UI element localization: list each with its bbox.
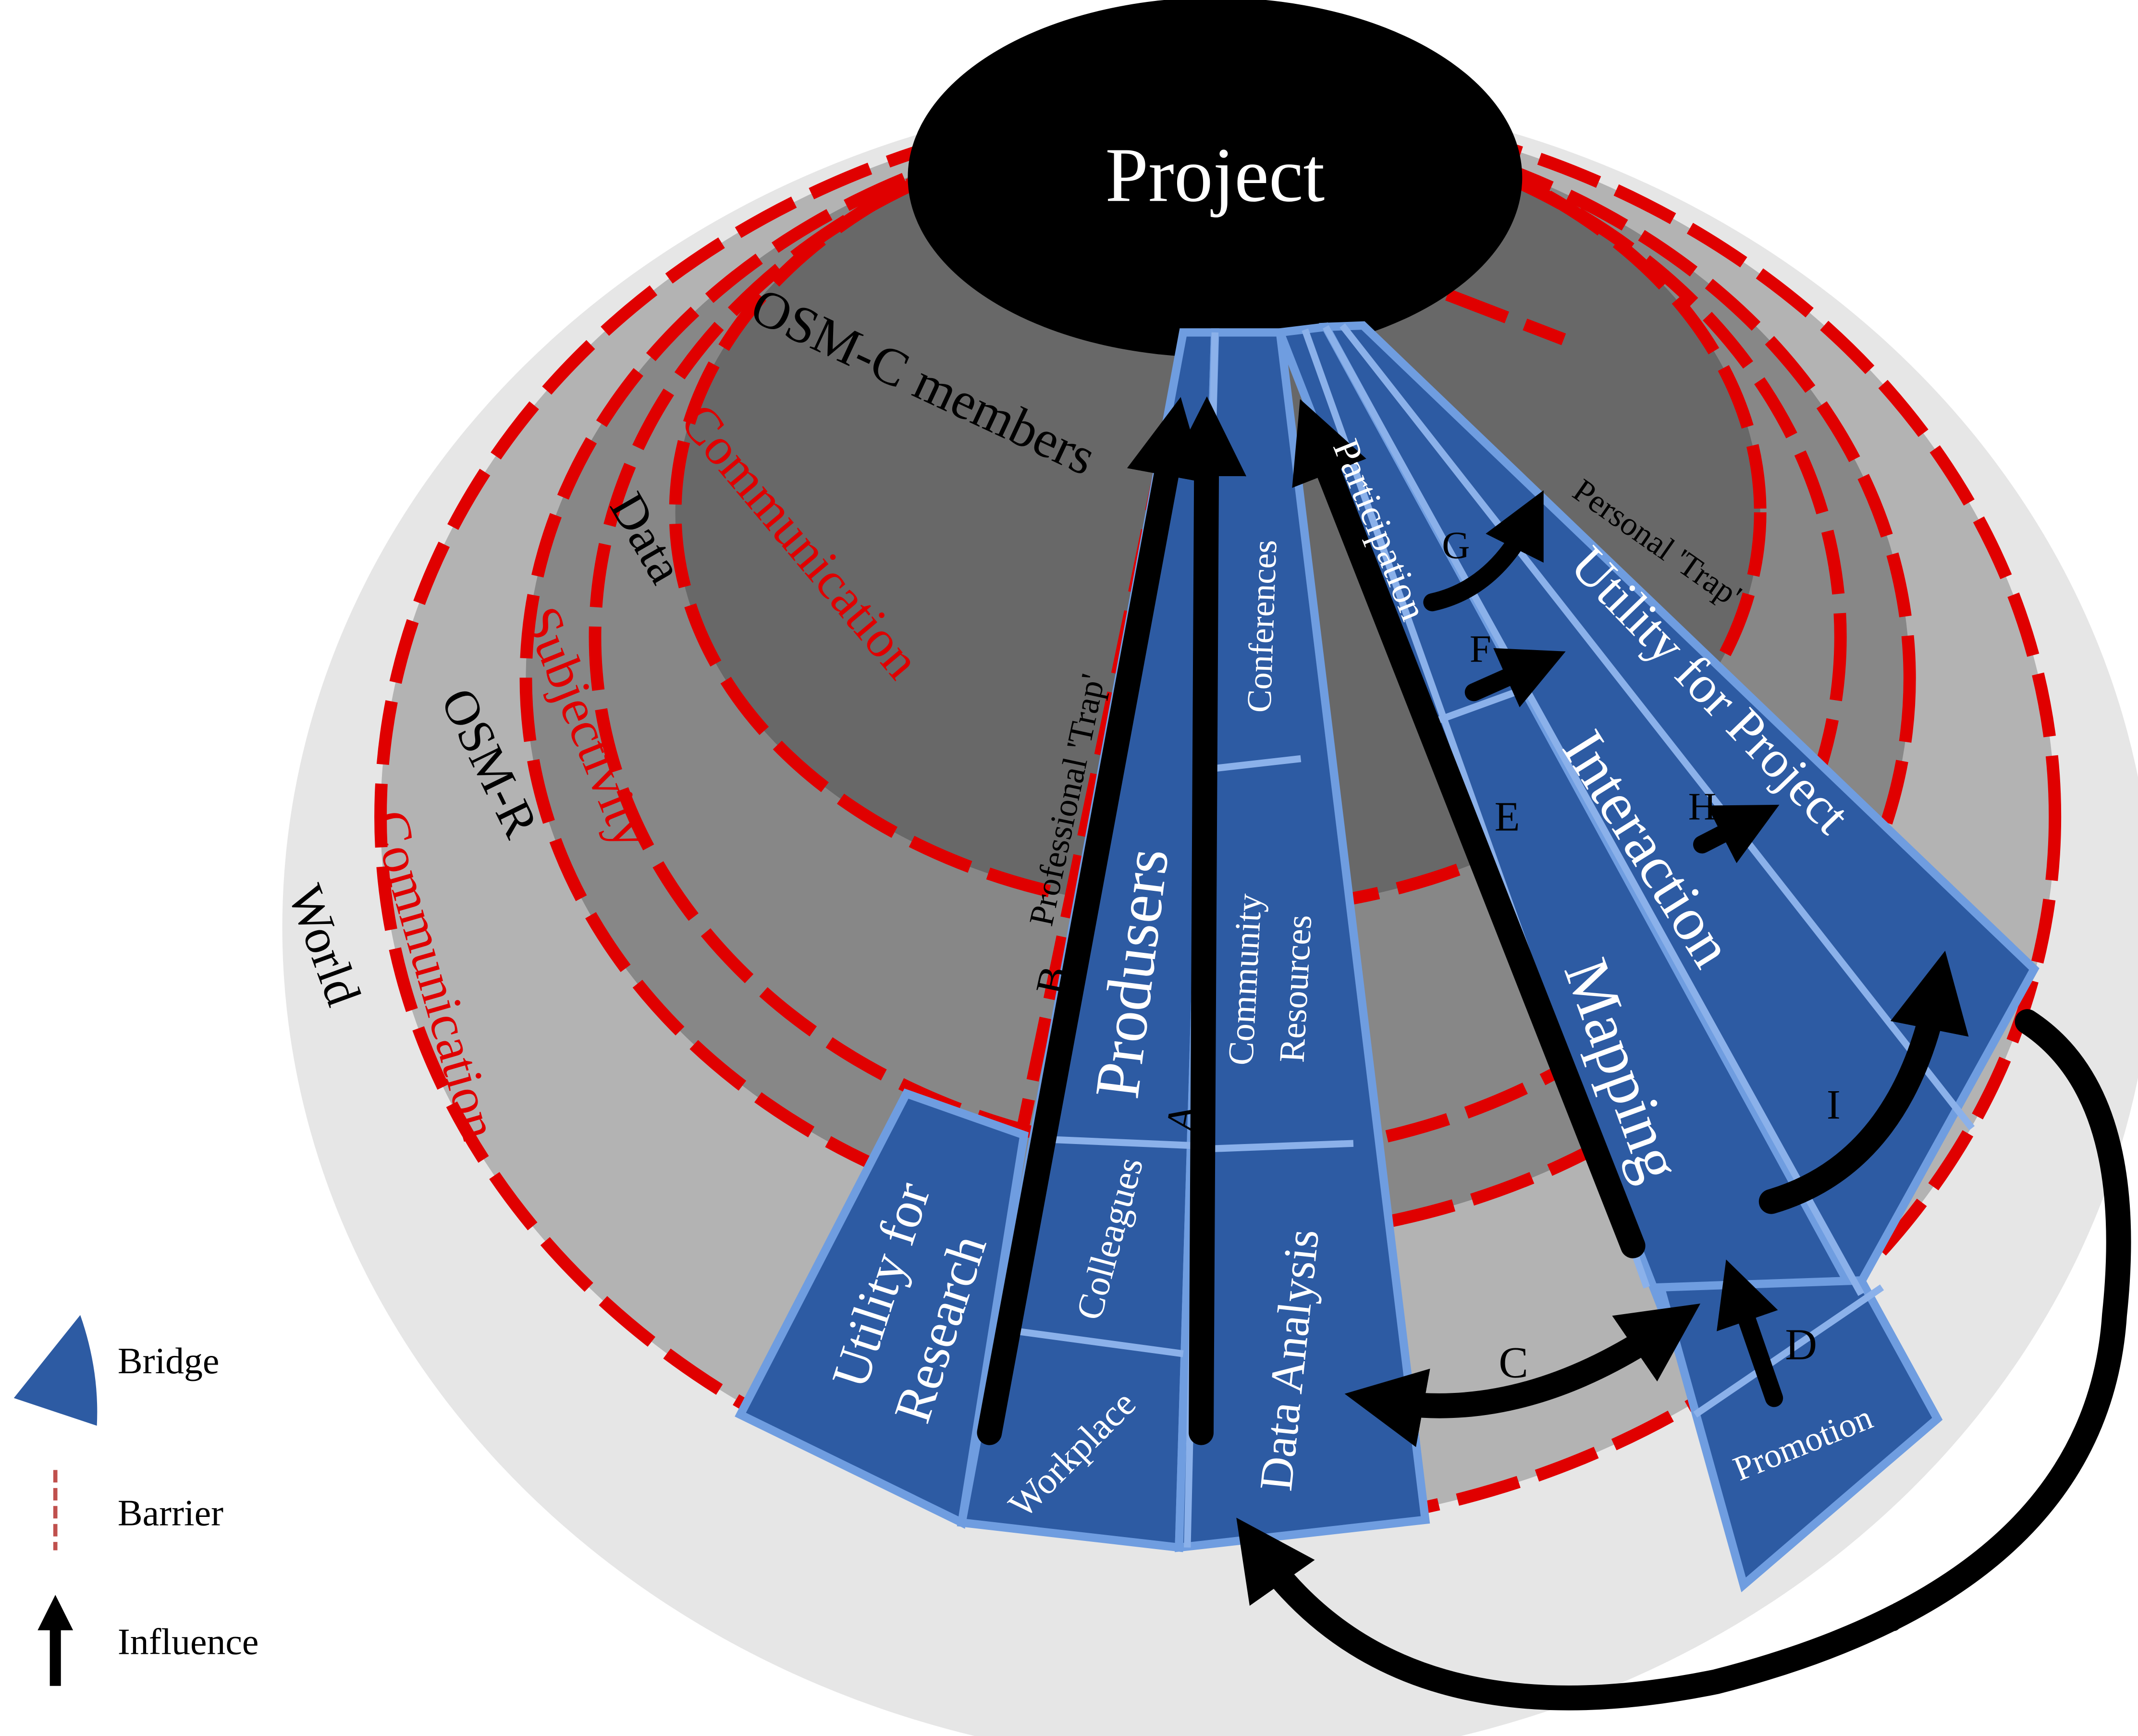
influence-g-arrow: [1423, 490, 1544, 612]
divider-ray-3: [1339, 323, 1975, 1131]
influence-d-arrow: [1717, 1259, 1783, 1407]
influence-c-arrow: [1344, 1303, 1701, 1447]
influence-d-label: D: [1785, 1320, 1818, 1369]
legend-barrier-label: Barrier: [118, 1492, 223, 1534]
influence-g-label: G: [1442, 524, 1470, 566]
divider-community-data: [1206, 1140, 1354, 1153]
influence-i-label: I: [1827, 1082, 1841, 1128]
barrier-communication-inner: [669, 107, 1767, 917]
influence-j-label: J: [1889, 1594, 1905, 1640]
divider-promotion: [1693, 1284, 1884, 1418]
legend-bridge-label: Bridge: [118, 1340, 220, 1381]
divider-conferences: [1215, 755, 1302, 772]
bridge-icon: [13, 1315, 98, 1426]
influence-f-arrow: [1464, 648, 1566, 708]
influence-i-arrow: [1758, 950, 1969, 1214]
community-label-2: Resources: [1272, 914, 1319, 1064]
bridge-promotion: [1655, 1276, 1943, 1592]
divider-ray-2: [1322, 325, 1865, 1296]
influence-h-arrow: [1693, 804, 1780, 863]
influence-f-label: F: [1470, 628, 1491, 670]
legend: Bridge Barrier Influence: [13, 1315, 259, 1686]
divider-produsers-colleagues: [1044, 1135, 1207, 1150]
divider-colleagues-workplace: [998, 1325, 1184, 1357]
influence-e-label: E: [1495, 794, 1520, 840]
influence-j-arrow: [1236, 1009, 2131, 1711]
influence-e-arrow: [1292, 399, 1646, 1258]
influence-a-arrow: [1167, 396, 1247, 1445]
legend-influence-label: Influence: [118, 1621, 259, 1662]
community-label-1: Community: [1221, 892, 1270, 1066]
influence-h-label: H: [1688, 786, 1716, 828]
project-label: Project: [1105, 132, 1325, 218]
conferences-label: Conferences: [1240, 539, 1284, 713]
project-core: [908, 0, 1523, 357]
influence-b-arrow: [977, 397, 1205, 1445]
influence-c-label: C: [1499, 1338, 1528, 1387]
